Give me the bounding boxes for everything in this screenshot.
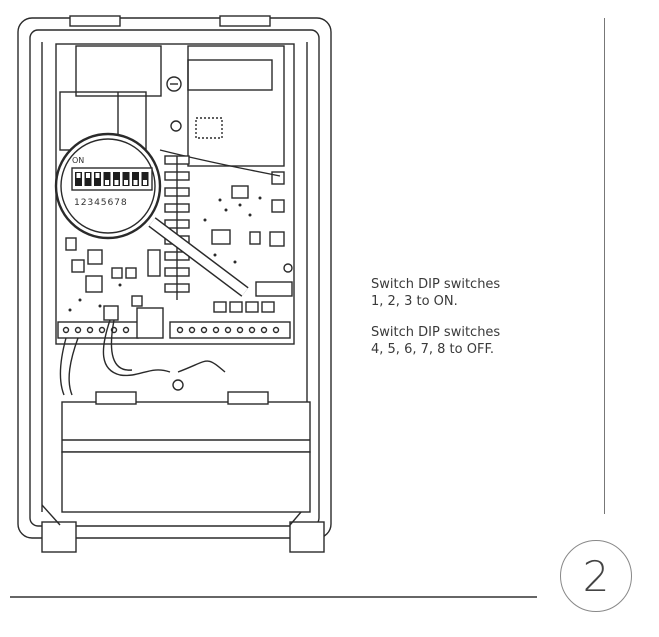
step-indicator: 2 [560,540,632,612]
dip-switch-bank: ON 12345678 [71,156,153,208]
vertical-divider [604,18,605,514]
instructions: Switch DIP switches 1, 2, 3 to ON. Switc… [371,276,581,372]
step-number: 2 [582,551,610,601]
battery-wires [59,319,226,396]
terminal-block-left [57,321,139,339]
circuit-board [55,43,295,345]
instruction-off: Switch DIP switches 4, 5, 6, 7, 8 to OFF… [371,325,501,357]
horizontal-divider [10,596,537,598]
dip-switch-numbers: 12345678 [74,197,128,208]
instruction-on: Switch DIP switches 1, 2, 3 to ON. [371,277,501,309]
dip-toggles [75,172,149,186]
terminal-block-right [169,321,291,339]
battery [61,391,311,513]
dip-on-label: ON [72,156,84,165]
